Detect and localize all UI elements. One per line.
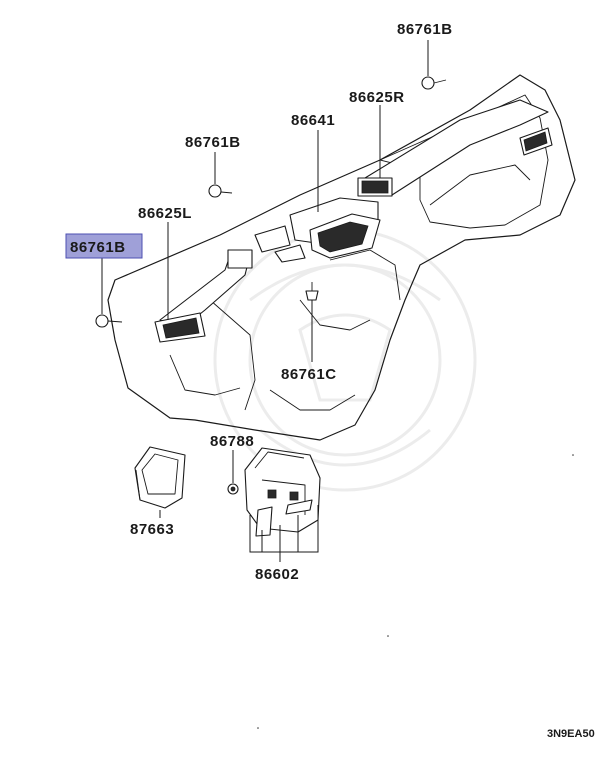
bolt-top-icon <box>421 76 447 90</box>
duct-left <box>154 249 253 343</box>
cover-part <box>134 446 186 509</box>
speck <box>572 454 574 456</box>
diagram-code: 3N9EA50 <box>547 728 595 740</box>
label-switch-panel[interactable]: 86602 <box>255 566 299 583</box>
label-bolt-top[interactable]: 86761B <box>397 21 453 38</box>
watermark-emblem <box>213 228 477 492</box>
label-center-duct[interactable]: 86641 <box>291 112 335 129</box>
bolt-upper-left-icon <box>208 184 233 198</box>
center-duct <box>254 197 381 263</box>
label-duct-left[interactable]: 86625L <box>138 205 192 222</box>
switch-panel-part <box>244 447 321 537</box>
speck <box>387 635 389 637</box>
label-bolt-center[interactable]: 86761C <box>281 366 337 383</box>
leader-lines <box>101 40 429 562</box>
bolt-center-icon <box>305 282 319 301</box>
speck <box>257 727 259 729</box>
duct-right <box>357 99 553 197</box>
label-duct-right[interactable]: 86625R <box>349 89 405 106</box>
label-cover[interactable]: 87663 <box>130 521 174 538</box>
bolt-highlighted-icon <box>95 314 123 328</box>
selected-part-highlight <box>65 233 143 259</box>
label-bolt-upper-left[interactable]: 86761B <box>185 134 241 151</box>
label-grommet[interactable]: 86788 <box>210 433 254 450</box>
label-bolt-highlighted[interactable]: 86761B <box>70 239 126 256</box>
grommet-icon <box>227 483 239 495</box>
